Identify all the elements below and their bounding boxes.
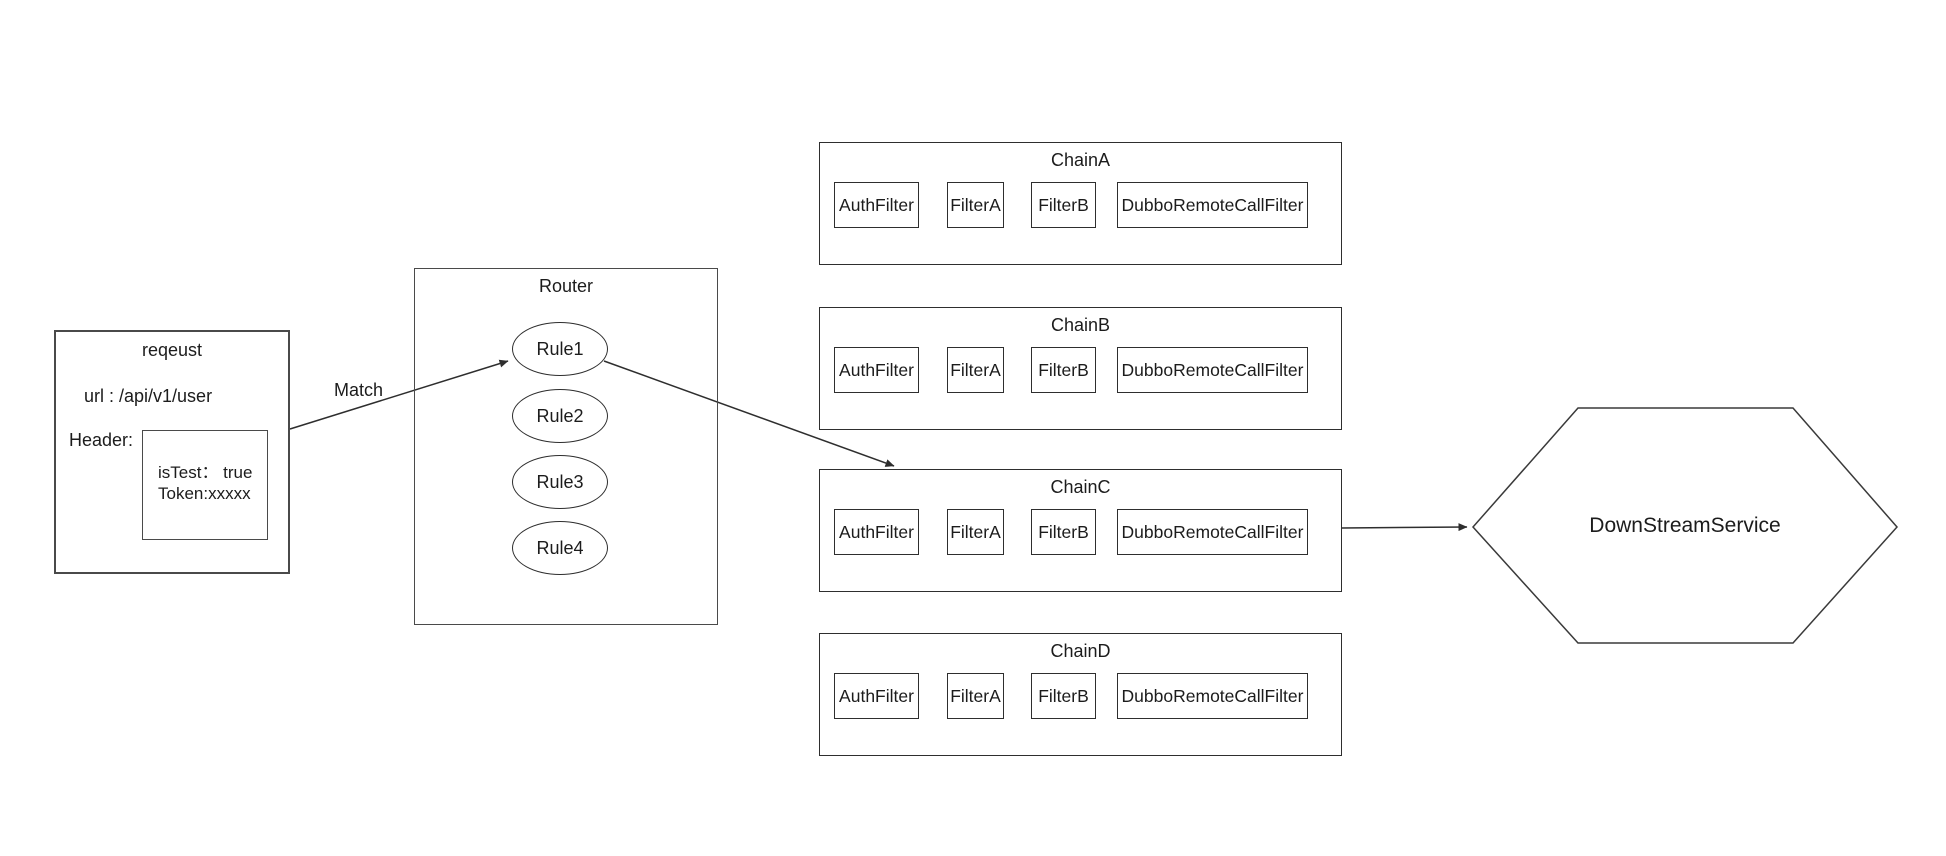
header-line-token: Token:xxxxx bbox=[158, 484, 251, 503]
chain-c-node: ChainC AuthFilter FilterA FilterB DubboR… bbox=[819, 469, 1342, 592]
chain-c-title: ChainC bbox=[1050, 477, 1111, 497]
chain-d-title: ChainD bbox=[1050, 641, 1111, 661]
chain-a-filter-authfilter: AuthFilter bbox=[834, 182, 919, 228]
router-node: Router Rule1 Rule2 Rule3 Rule4 bbox=[414, 268, 718, 625]
chain-a-filter-filterb: FilterB bbox=[1031, 182, 1096, 228]
chain-c-filter-filterb: FilterB bbox=[1031, 509, 1096, 555]
chain-b-filter-filterb: FilterB bbox=[1031, 347, 1096, 393]
chain-a-title: ChainA bbox=[1050, 150, 1111, 170]
chain-c-filter-dubboremotecallfilter: DubboRemoteCallFilter bbox=[1117, 509, 1308, 555]
request-node: reqeust url : /api/v1/user Header: isTes… bbox=[54, 330, 290, 574]
downstream-hexagon-shape bbox=[1471, 407, 1899, 644]
request-header-box: isTest： true Token:xxxxx bbox=[142, 430, 268, 540]
rule-node-3: Rule3 bbox=[512, 455, 608, 509]
chain-b-filter-dubboremotecallfilter: DubboRemoteCallFilter bbox=[1117, 347, 1308, 393]
request-url-line: url : /api/v1/user bbox=[84, 386, 213, 406]
rule-node-2: Rule2 bbox=[512, 389, 608, 443]
rule-node-4: Rule4 bbox=[512, 521, 608, 575]
request-header-label: Header: bbox=[69, 430, 134, 450]
chain-b-filter-authfilter: AuthFilter bbox=[834, 347, 919, 393]
router-title: Router bbox=[538, 276, 594, 296]
request-title: reqeust bbox=[141, 340, 203, 360]
arrow-chainc-to-downstream bbox=[1341, 523, 1468, 532]
chain-b-node: ChainB AuthFilter FilterA FilterB DubboR… bbox=[819, 307, 1342, 430]
chain-c-filter-filtera: FilterA bbox=[947, 509, 1004, 555]
chain-a-node: ChainA AuthFilter FilterA FilterB DubboR… bbox=[819, 142, 1342, 265]
match-edge-label: Match bbox=[334, 380, 384, 400]
chain-d-filter-dubboremotecallfilter: DubboRemoteCallFilter bbox=[1117, 673, 1308, 719]
chain-b-title: ChainB bbox=[1050, 315, 1111, 335]
chain-a-filter-filtera: FilterA bbox=[947, 182, 1004, 228]
arrow-request-to-rule1 bbox=[289, 359, 509, 430]
chain-d-node: ChainD AuthFilter FilterA FilterB DubboR… bbox=[819, 633, 1342, 756]
chain-c-filter-authfilter: AuthFilter bbox=[834, 509, 919, 555]
rule-node-1: Rule1 bbox=[512, 322, 608, 376]
downstream-service-node: DownStreamService bbox=[1589, 513, 1781, 537]
chain-b-filter-filtera: FilterA bbox=[947, 347, 1004, 393]
header-line-istest: isTest： true bbox=[158, 463, 253, 482]
chain-d-filter-filtera: FilterA bbox=[947, 673, 1004, 719]
chain-d-filter-filterb: FilterB bbox=[1031, 673, 1096, 719]
arrow-rule1-to-chainc bbox=[603, 360, 895, 467]
chain-d-filter-authfilter: AuthFilter bbox=[834, 673, 919, 719]
chain-a-filter-dubboremotecallfilter: DubboRemoteCallFilter bbox=[1117, 182, 1308, 228]
